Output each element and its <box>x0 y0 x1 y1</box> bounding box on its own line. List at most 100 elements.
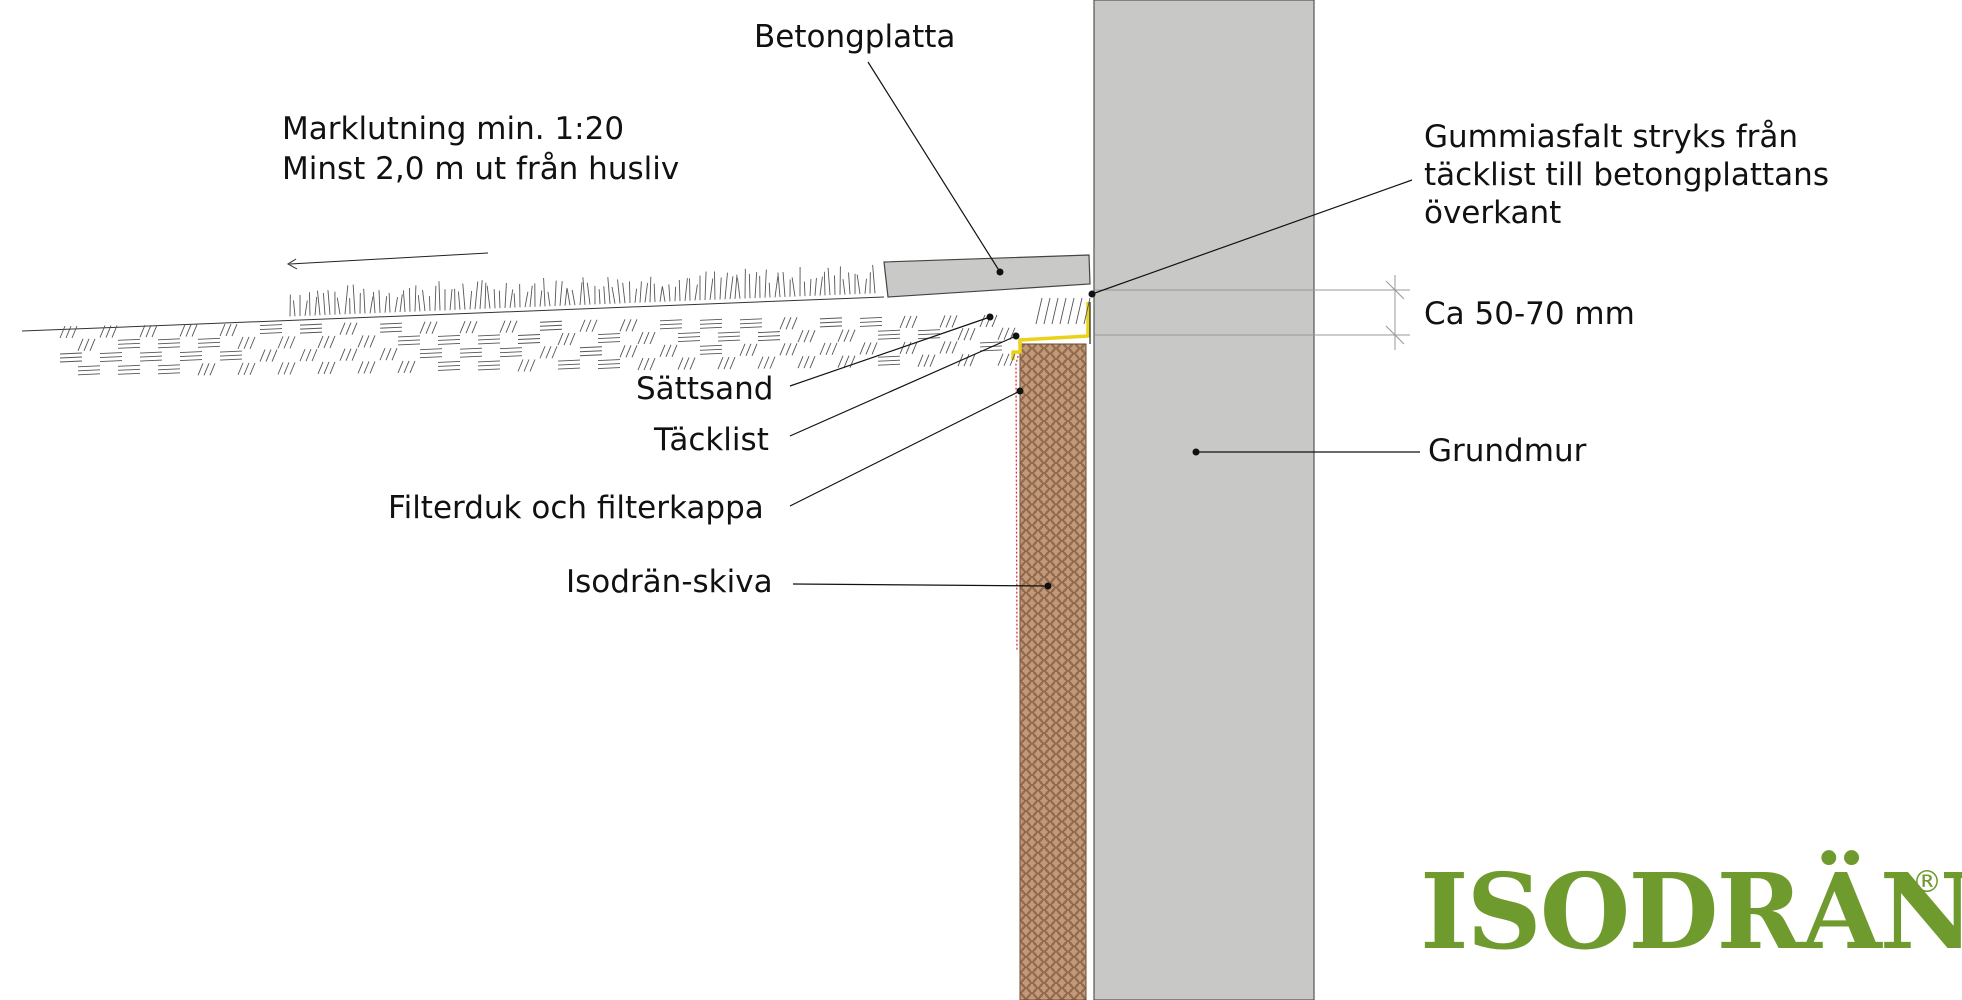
soil-stroke <box>791 343 798 356</box>
soil-stroke <box>299 331 323 334</box>
soil-stroke <box>529 359 536 372</box>
soil-stroke <box>403 360 410 374</box>
soil-stroke <box>831 342 838 356</box>
grass-stroke <box>579 282 583 306</box>
soil-stroke <box>991 314 998 328</box>
soil-stroke <box>323 361 330 375</box>
grass-stroke <box>639 281 642 303</box>
grass-stroke <box>678 279 681 302</box>
soil-stroke <box>243 336 250 350</box>
grass-stroke <box>513 293 516 308</box>
soil-stroke <box>99 360 123 362</box>
soil-stroke <box>145 324 152 338</box>
soil-stroke <box>979 341 1003 344</box>
grass-stroke <box>694 284 698 301</box>
label-gummiasfalt-line1: Gummiasfalt stryks från <box>1424 119 1799 155</box>
soil-stroke <box>751 343 758 357</box>
soil-stroke <box>477 364 501 367</box>
soil-stroke <box>819 321 843 324</box>
soil-stroke <box>877 355 901 358</box>
grass-stroke <box>782 272 786 297</box>
ground-line <box>21 296 885 332</box>
soil-stroke <box>739 326 763 329</box>
label-filterduk: Filterduk och filterkappa <box>388 490 764 526</box>
soil-stroke <box>369 361 376 374</box>
grass-stroke <box>644 282 649 303</box>
sand-stroke <box>1043 297 1051 325</box>
grass-stroke <box>611 286 616 304</box>
grass-stroke <box>819 276 823 296</box>
soil-stroke <box>419 352 443 355</box>
soil-stroke <box>209 363 216 376</box>
soil-stroke <box>717 339 741 342</box>
soil-stroke <box>397 335 421 338</box>
soil-stroke <box>671 344 678 357</box>
soil-stroke <box>339 348 346 361</box>
soil-stroke <box>511 320 518 333</box>
soil-stroke <box>951 341 958 354</box>
soil-stroke <box>139 355 163 358</box>
soil-stroke <box>197 363 204 376</box>
soil-stroke <box>969 328 976 341</box>
soil-stroke <box>391 347 398 361</box>
soil-stroke <box>277 362 284 375</box>
soil-stroke <box>517 342 541 344</box>
soil-stroke <box>117 342 141 345</box>
soil-stroke <box>437 343 461 345</box>
soil-stroke <box>277 336 284 349</box>
soil-stroke <box>117 364 141 367</box>
soil-stroke <box>465 321 472 334</box>
soil-stroke <box>139 351 163 354</box>
soil-stroke <box>289 362 296 375</box>
soil-stroke <box>631 345 638 358</box>
soil-stroke <box>757 331 781 334</box>
soil-stroke <box>179 355 203 358</box>
soil-stroke <box>179 351 203 354</box>
soil-stroke <box>677 336 701 339</box>
soil-stroke <box>785 317 792 330</box>
soil-stroke <box>437 339 461 341</box>
soil-stroke <box>249 362 256 376</box>
soil-stroke <box>151 324 158 338</box>
grass-stroke <box>814 277 817 296</box>
grass-stroke <box>659 286 663 302</box>
soil-stroke <box>517 334 541 336</box>
soil-stroke <box>499 351 523 354</box>
grass-stroke <box>438 281 441 311</box>
soil-stroke <box>579 346 603 349</box>
grass-stroke <box>823 271 826 296</box>
soil-stroke <box>803 329 810 343</box>
soil-stroke <box>243 362 250 376</box>
soil-stroke <box>499 355 523 358</box>
soil-stroke <box>843 355 850 368</box>
soil-stroke <box>739 322 763 325</box>
soil-stroke <box>871 342 878 355</box>
soil-stroke <box>323 335 330 349</box>
soil-stroke <box>117 338 141 341</box>
soil-stroke <box>197 341 221 344</box>
grass-stroke <box>704 271 707 301</box>
grass-stroke <box>803 281 806 297</box>
soil-stroke <box>385 347 392 361</box>
soil-stroke <box>917 333 941 336</box>
grass-stroke <box>457 291 461 310</box>
soil-stroke <box>763 356 770 369</box>
soil-stroke <box>659 344 666 357</box>
soil-stroke <box>551 346 558 359</box>
soil-stroke <box>905 315 912 329</box>
registered-mark: ® <box>1912 865 1942 900</box>
soil-stroke <box>499 320 506 333</box>
soil-stroke <box>379 326 403 329</box>
soil-stroke <box>99 325 106 338</box>
grass-stroke <box>498 290 501 309</box>
leader-lines <box>789 61 1420 587</box>
soil-stroke <box>231 323 238 337</box>
grass-stroke <box>524 291 529 308</box>
soil-stroke <box>649 331 656 345</box>
grass-stroke <box>777 272 781 298</box>
soil-stroke <box>963 328 970 341</box>
grass-stroke <box>484 282 487 309</box>
soil-stroke <box>203 363 210 376</box>
soil-stroke <box>591 319 598 332</box>
